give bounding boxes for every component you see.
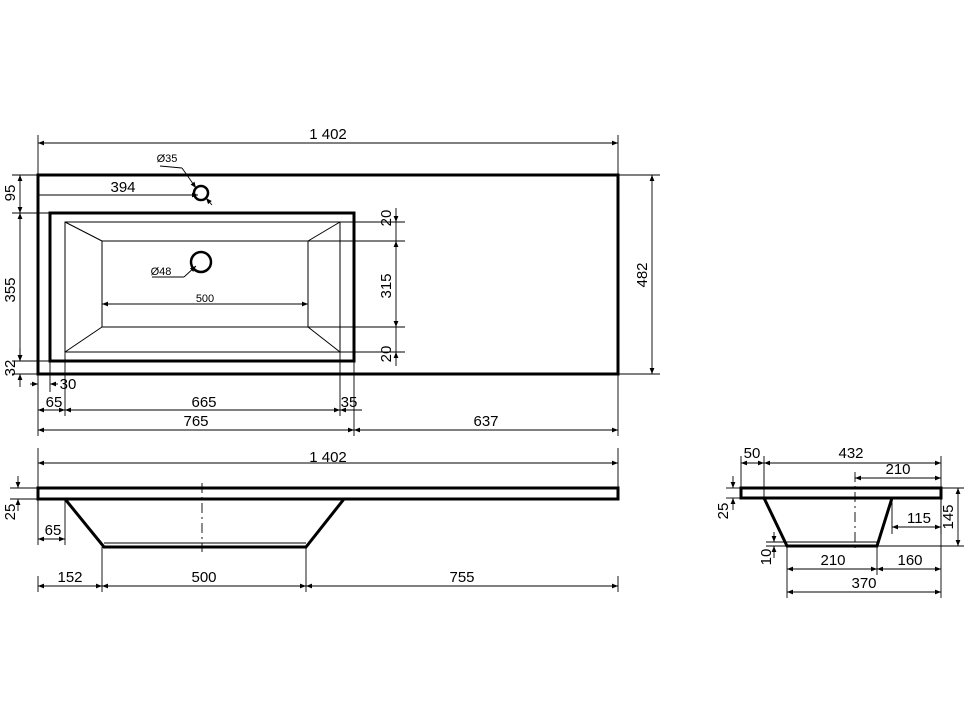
bowl-corner-line bbox=[307, 326, 341, 353]
dim-label-top-margin: 95 bbox=[2, 185, 19, 202]
dim-label-left-inner: 65 bbox=[46, 394, 63, 411]
bowl-outer-rim bbox=[48, 211, 356, 363]
front-slab bbox=[36, 486, 620, 501]
dim-label-front-lip: 50 bbox=[744, 445, 761, 462]
dim-label-inner-bottom: 20 bbox=[378, 346, 395, 363]
dim-label-side-depth: 432 bbox=[838, 445, 863, 462]
dim-label-overall-depth: 482 bbox=[634, 262, 651, 287]
dim-label-outer-length: 765 bbox=[183, 413, 208, 430]
label-drain-diameter: Ø48 bbox=[151, 266, 172, 278]
top-view: 1 402 394 Ø35 Ø48 500 95 355 32 bbox=[2, 126, 660, 436]
dim-label-left-offset: 152 bbox=[57, 569, 82, 586]
dim-label-bottom-length: 500 bbox=[191, 569, 216, 586]
dim-label-rear-half: 210 bbox=[885, 461, 910, 478]
drain-hole bbox=[189, 250, 213, 274]
dim-label-counter-length: 637 bbox=[473, 413, 498, 430]
dim-label-right-inner: 35 bbox=[341, 394, 358, 411]
dim-label-rear-slope: 115 bbox=[907, 510, 931, 527]
bowl-corner-line bbox=[64, 326, 103, 353]
side-view: 50 432 210 25 145 115 10 210 160 370 bbox=[715, 445, 964, 598]
dim-label-front-slab: 25 bbox=[2, 504, 19, 521]
bowl-corner-line bbox=[307, 221, 341, 242]
dim-label-side-offset: 65 bbox=[45, 522, 62, 539]
side-slab bbox=[739, 486, 943, 500]
dim-label-side-slab: 25 bbox=[715, 503, 732, 520]
dim-label-right-offset: 755 bbox=[449, 569, 474, 586]
dim-label-front-length: 1 402 bbox=[309, 449, 347, 466]
dim-label-bowl-bottom: 500 bbox=[196, 293, 214, 305]
dim-label-bottom-rear: 160 bbox=[897, 552, 922, 569]
dim-label-inner-top: 20 bbox=[378, 210, 395, 227]
dim-label-faucet-offset: 394 bbox=[110, 179, 135, 196]
bowl-inner-rim bbox=[64, 221, 341, 353]
dim-label-overall-length: 1 402 bbox=[309, 126, 347, 143]
bowl-corner-line bbox=[64, 221, 103, 242]
front-bowl-profile bbox=[63, 498, 346, 549]
dim-label-bottom-front: 210 bbox=[820, 552, 845, 569]
bowl-bottom bbox=[101, 240, 309, 328]
dim-label-inner-length: 665 bbox=[191, 394, 216, 411]
dim-label-bowl-depth-side: 370 bbox=[851, 575, 876, 592]
countertop-outline bbox=[36, 173, 620, 376]
dim-label-bottom-margin: 32 bbox=[2, 360, 19, 377]
label-faucet-diameter: Ø35 bbox=[157, 153, 178, 165]
dim-label-bowl-depth: 355 bbox=[2, 277, 19, 302]
dim-label-side-height: 145 bbox=[940, 504, 957, 529]
dim-label-bottom-thickness: 10 bbox=[758, 549, 775, 566]
front-view: 1 402 25 65 152 500 755 bbox=[2, 448, 620, 592]
dim-label-inner-depth: 315 bbox=[378, 273, 395, 298]
dim-label-edge-gap: 30 bbox=[60, 376, 77, 393]
faucet-hole bbox=[192, 184, 210, 202]
side-bowl-profile bbox=[762, 497, 894, 548]
